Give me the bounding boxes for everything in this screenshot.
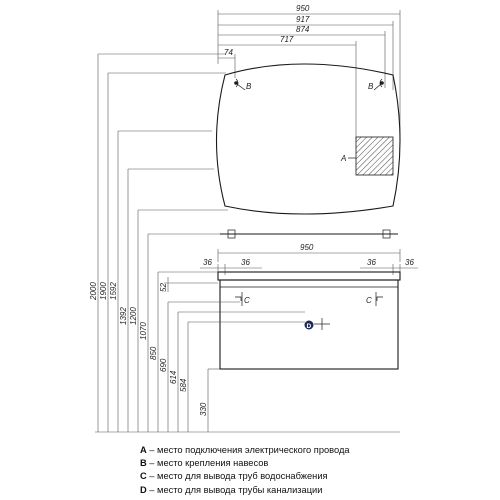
legend-item-c: C – место для вывода труб водоснабжения [140,471,328,482]
legend-item-d: D – место для вывода трубы канализации [140,484,323,495]
height-dimensions: 2000 1900 1592 1392 1200 1070 850 52 690 [89,53,400,433]
dim-width-917: 917 [296,15,310,24]
dim-height-330: 330 [199,402,208,416]
marker-b-left: B [246,82,252,91]
dim-height-1900: 1900 [99,282,108,300]
dim-offset-right-1: 36 [367,258,376,267]
dim-width-74: 74 [224,48,233,57]
dim-width-874: 874 [296,25,310,34]
cabinet: C C D [217,271,401,370]
cabinet-width-dimension: 950 [217,243,401,262]
dim-height-1070: 1070 [139,322,148,340]
marker-c-right: C [366,296,372,305]
legend-item-b: B – место крепления навесов [140,458,269,469]
dim-offset-left-2: 36 [241,258,250,267]
dim-offset-left-1: 36 [203,258,212,267]
mount-point-right [380,81,384,85]
dim-width-717: 717 [280,35,294,44]
dim-height-690: 690 [159,358,168,372]
mount-point-left [234,81,238,85]
dim-height-850: 850 [149,346,158,360]
legend: A – место подключения электрического про… [140,444,350,497]
dim-offset-right-2: 36 [405,258,414,267]
drain-point-icon [304,320,314,330]
shelf [220,229,398,239]
dim-height-2000: 2000 [89,282,98,301]
dim-cabinet-950: 950 [300,243,314,252]
dim-height-584: 584 [179,378,188,392]
dim-height-1592: 1592 [109,282,118,300]
marker-a: A [340,154,346,163]
dim-width-950: 950 [296,4,310,13]
dim-height-52: 52 [159,283,168,292]
dim-height-1392: 1392 [119,307,128,325]
legend-item-a: A – место подключения электрического про… [140,445,350,455]
top-width-dimensions: 950 917 874 717 74 [217,4,401,140]
marker-c-left: C [244,296,250,305]
electrical-connection-area [355,136,394,176]
marker-d: D [307,323,312,330]
mirror: B B A [215,63,401,215]
marker-b-right: B [368,82,374,91]
dim-height-1200: 1200 [129,307,138,325]
dim-height-614: 614 [169,370,178,384]
